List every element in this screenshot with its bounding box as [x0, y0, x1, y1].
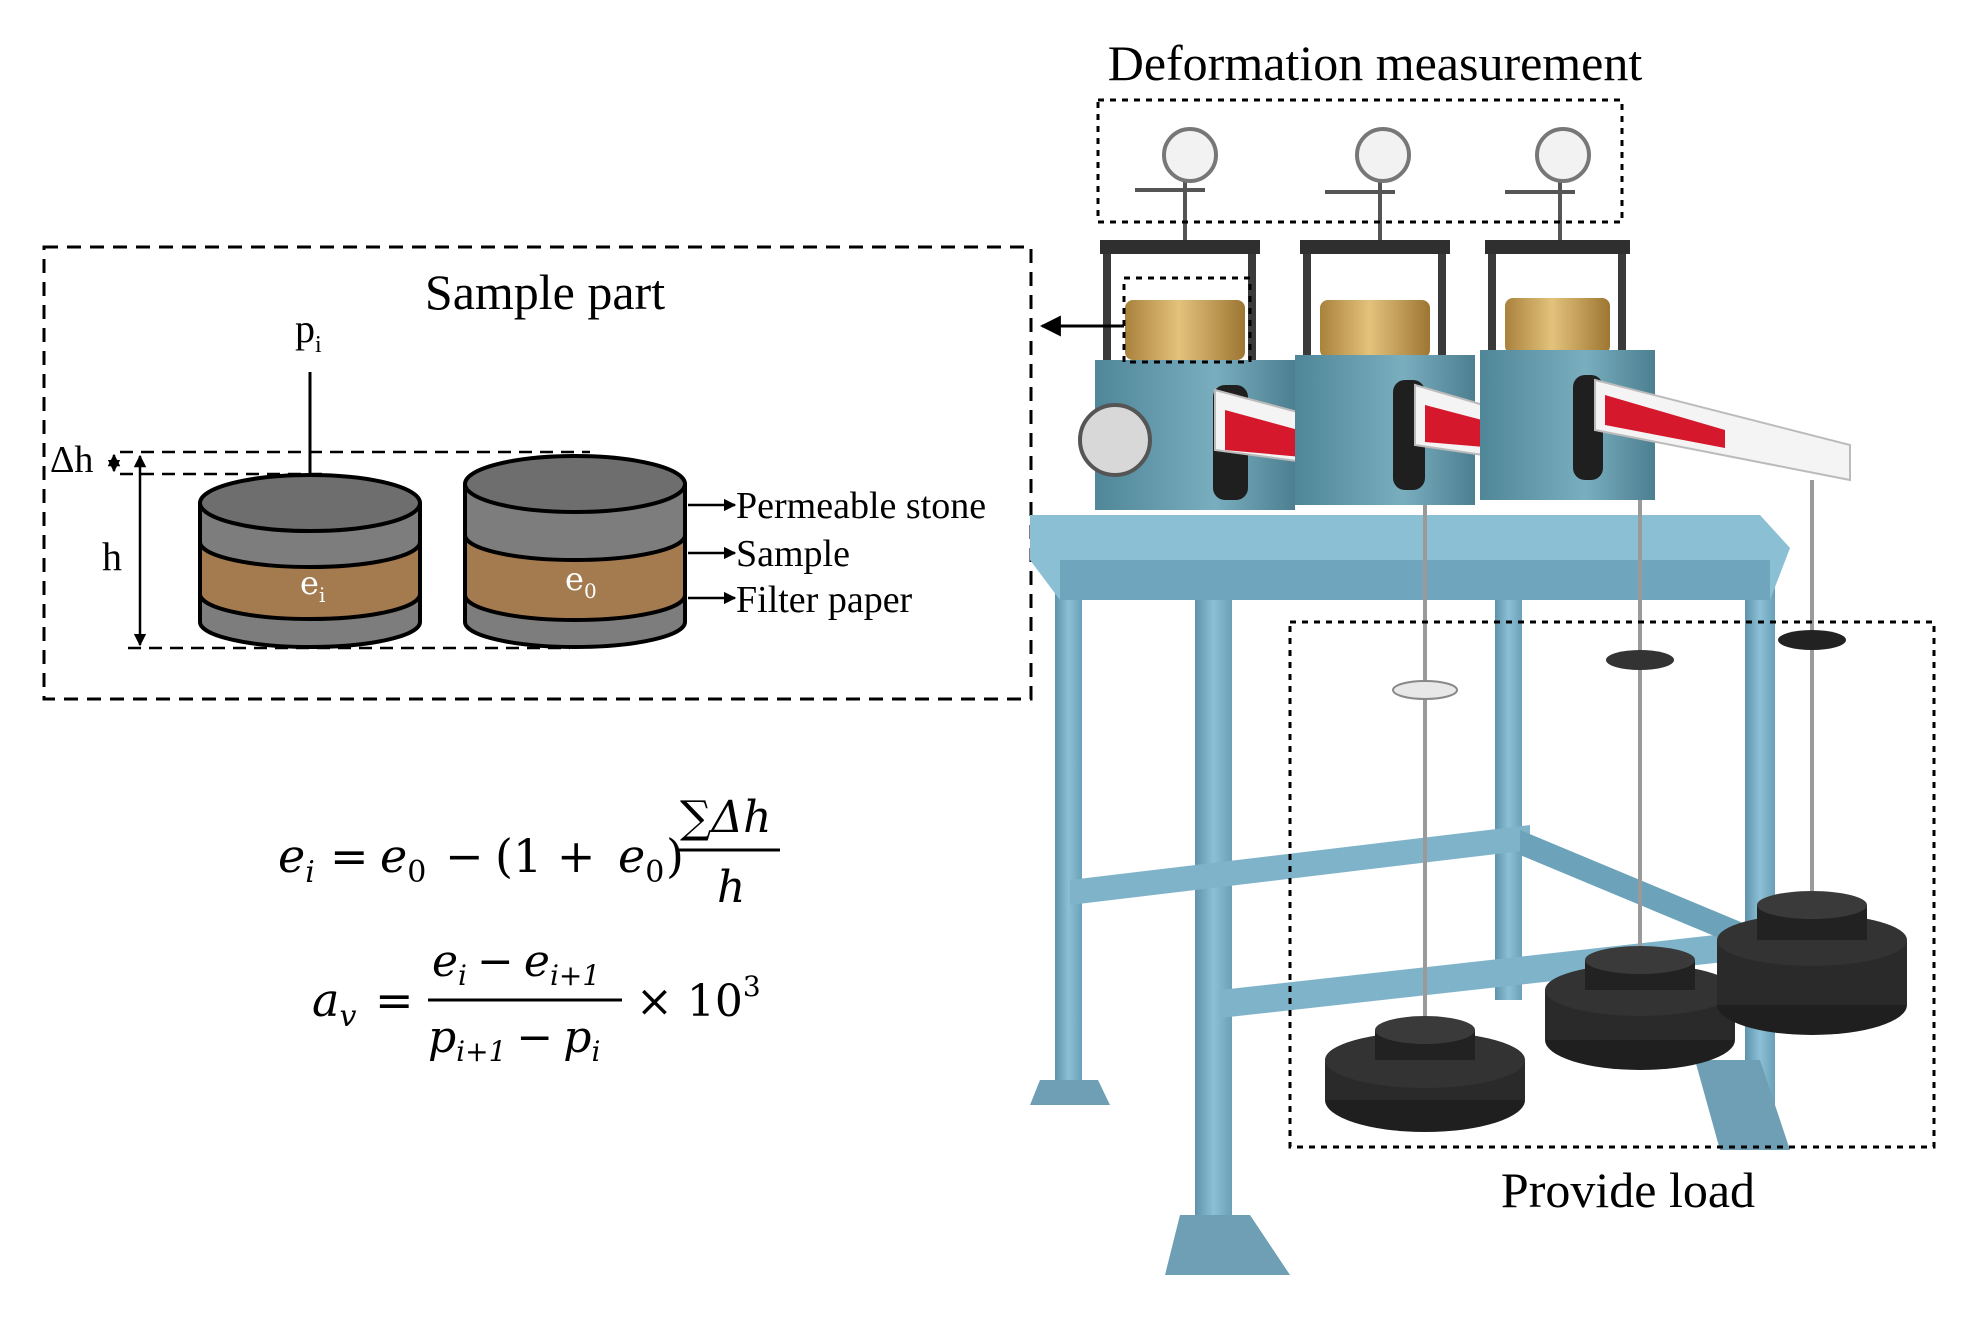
original-sample-cylinder: e0 [463, 454, 687, 649]
void-ratio-denominator: h [717, 862, 745, 913]
svg-text:−: − [445, 829, 484, 883]
consolidation-apparatus-illustration [1030, 127, 1907, 1275]
sample-part-title: Sample part [425, 264, 665, 320]
svg-text:ei: ei [278, 829, 315, 890]
void-ratio-e0-label: e0 [565, 560, 597, 603]
compressibility-denominator: pi+1−pi [428, 1012, 600, 1068]
loading-unit-2 [1295, 240, 1674, 1010]
dial-gauge-1 [1135, 127, 1218, 240]
height-label: h [102, 534, 122, 579]
delta-h-label: Δh [50, 439, 93, 481]
svg-text:=: = [330, 829, 369, 883]
void-ratio-numerator: ∑Δh [680, 792, 772, 843]
sample-part-dashed-box [42, 245, 1033, 701]
svg-text:): ) [666, 829, 684, 883]
compressibility-equation: av = ei−ei+1 pi+1−pi × 103 [312, 936, 761, 1068]
provide-load-title: Provide load [1501, 1162, 1755, 1218]
loading-unit-1 [1078, 240, 1458, 1070]
sample-label: Sample [736, 533, 850, 575]
void-ratio-ei-label: ei [300, 564, 325, 607]
svg-text:=: = [375, 973, 414, 1027]
svg-text:(1 +: (1 + [495, 829, 595, 883]
void-ratio-equation: ei = e0 − (1 + e0 ) ∑Δh h [278, 792, 780, 913]
svg-text:e0: e0 [380, 829, 426, 890]
svg-text:e0: e0 [618, 829, 664, 890]
loading-unit-3 [1480, 240, 1851, 930]
sample-part-panel: Sample part pi Δh h ei e0 Permeable [42, 245, 1033, 701]
provide-load-box [1288, 620, 1936, 1149]
permeable-stone-label: Permeable stone [736, 485, 986, 527]
filter-paper-label: Filter paper [736, 579, 913, 621]
dial-gauge-2 [1325, 127, 1411, 240]
deformation-measurement-title: Deformation measurement [1108, 35, 1643, 91]
weight-stack-3 [1717, 891, 1907, 1035]
sample-location-box [1122, 276, 1252, 364]
compressed-sample-cylinder: ei [198, 473, 422, 649]
svg-text:× 103: × 103 [636, 970, 761, 1027]
weight-stack-1 [1325, 1016, 1525, 1132]
pressure-label: pi [295, 306, 322, 358]
svg-text:av: av [312, 973, 356, 1034]
compressibility-numerator: ei−ei+1 [432, 936, 600, 992]
dial-gauge-3 [1505, 127, 1591, 240]
weight-stack-2 [1545, 946, 1735, 1070]
